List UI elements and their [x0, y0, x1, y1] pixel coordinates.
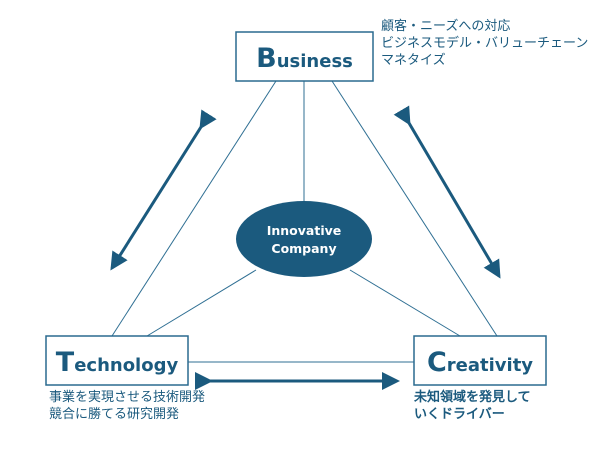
business-note-1: 顧客・ニーズへの対応	[381, 19, 511, 34]
technology-node: Technology	[45, 335, 189, 386]
center-ellipse	[236, 201, 372, 277]
arrow-business-technology	[110, 109, 217, 271]
edge-business-creativity	[331, 80, 498, 337]
creativity-label: Creativity	[427, 347, 533, 378]
technology-label: Technology	[56, 347, 179, 378]
business-node: Business	[235, 31, 374, 82]
center-label-line2: Company	[271, 241, 336, 256]
business-label: Business	[256, 43, 353, 74]
technology-note-1: 事業を実現させる技術開発	[49, 390, 206, 405]
technology-note-2: 競合に勝てる研究開発	[49, 407, 180, 422]
arrow-business-creativity	[393, 105, 501, 279]
edge-business-technology	[111, 80, 277, 337]
spoke-creativity	[349, 269, 461, 337]
spoke-technology	[146, 269, 257, 337]
business-note-3: マネタイズ	[381, 53, 446, 68]
creativity-note-2: いくドライバー	[414, 407, 505, 422]
center-node: Innovative Company	[236, 201, 372, 277]
business-note-2: ビジネスモデル・バリューチェーン	[381, 36, 589, 51]
creativity-notes: 未知領域を発見して いくドライバー	[414, 389, 531, 423]
technology-notes: 事業を実現させる技術開発 競合に勝てる研究開発	[49, 389, 205, 423]
center-label-line1: Innovative	[267, 223, 342, 238]
business-box	[235, 31, 374, 82]
creativity-box	[413, 335, 547, 386]
technology-box	[45, 335, 189, 386]
business-notes: 顧客・ニーズへの対応 ビジネスモデル・バリューチェーン マネタイズ	[381, 18, 588, 69]
creativity-note-1: 未知領域を発見して	[414, 390, 531, 405]
creativity-node: Creativity	[413, 335, 547, 386]
